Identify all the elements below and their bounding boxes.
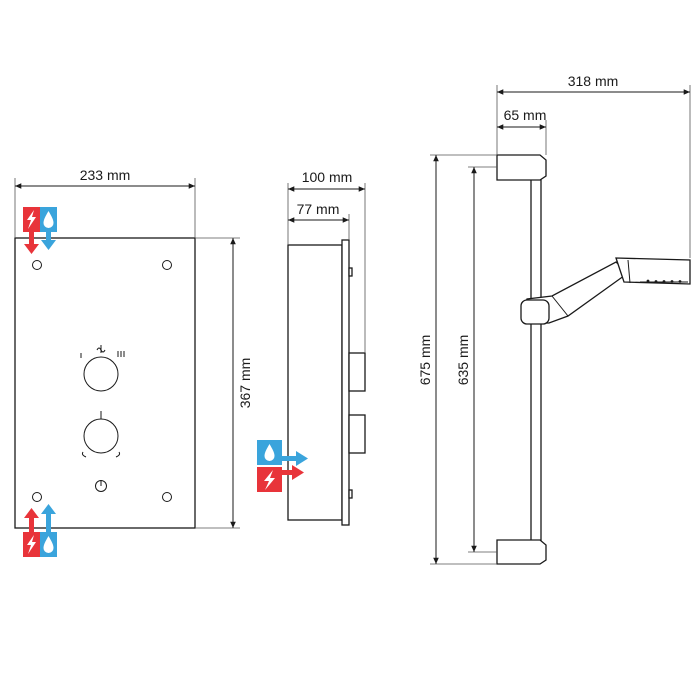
- fixing-hole-top-right: [162, 260, 172, 270]
- cold-arrow-top-head: [41, 240, 56, 250]
- hot-arrow-top-shaft: [29, 232, 34, 244]
- cold-arrow-top-shaft: [46, 232, 51, 240]
- cold-arrow-side-shaft: [282, 456, 296, 461]
- side-fixing-tab-bottom: [348, 489, 353, 499]
- side-knob-lower: [348, 414, 366, 454]
- front-panel: [14, 237, 196, 529]
- lightning-icon: [264, 470, 275, 490]
- hot-arrow-side-shaft: [282, 470, 292, 475]
- rail-bar: [530, 159, 542, 551]
- hot-arrow-bottom-head: [24, 508, 39, 518]
- water-drop-icon: [264, 444, 275, 462]
- bottom-entry-service: [23, 504, 57, 557]
- hot-arrow-bottom-shaft: [29, 518, 34, 532]
- hot-arrow-top-head: [24, 244, 39, 254]
- riser-rail-view: 318 mm 65 mm 675 mm 635 mm: [417, 73, 691, 565]
- cold-arrow-bottom-shaft: [46, 514, 51, 532]
- rail-length-inner-label: 635 mm: [455, 335, 471, 386]
- fixing-hole-bottom-right: [162, 492, 172, 502]
- side-entry-service: [257, 440, 308, 492]
- side-knob-upper: [348, 352, 366, 392]
- side-fixing-tab-top: [348, 267, 353, 277]
- rail-reach-label: 318 mm: [568, 73, 619, 89]
- lightning-icon: [27, 210, 36, 229]
- side-front-plate: [341, 239, 350, 526]
- rail-bracket-bottom: [496, 539, 547, 565]
- front-view: 233 mm 367 mm: [14, 167, 253, 529]
- front-height-label: 367 mm: [237, 358, 253, 409]
- rail-length-total-label: 675 mm: [417, 335, 433, 386]
- side-depth-total-label: 100 mm: [302, 169, 353, 185]
- front-width-label: 233 mm: [80, 167, 131, 183]
- water-drop-icon: [43, 211, 54, 229]
- water-drop-icon: [43, 536, 54, 553]
- power-button: [95, 480, 107, 492]
- side-depth-body-label: 77 mm: [297, 201, 340, 217]
- fixing-hole-bottom-left: [32, 492, 42, 502]
- flow-knob: [81, 411, 121, 458]
- lightning-icon: [27, 535, 36, 554]
- cold-arrow-bottom-head: [41, 504, 56, 514]
- fixing-hole-top-left: [32, 260, 42, 270]
- rail-offset-label: 65 mm: [504, 107, 547, 123]
- cold-arrow-side-head: [296, 451, 308, 466]
- side-body: [287, 244, 343, 521]
- hot-arrow-side-head: [292, 465, 304, 480]
- rail-bracket-top: [496, 154, 547, 181]
- top-entry-service: [23, 207, 57, 254]
- shower-handset: [520, 257, 691, 325]
- temperature-knob: [80, 345, 125, 392]
